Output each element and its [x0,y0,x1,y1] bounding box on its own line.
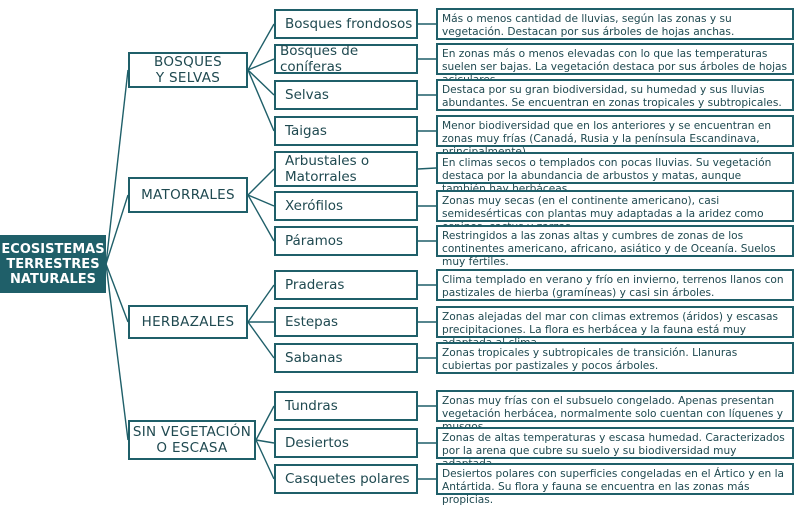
category-bosques-y-selvas: BOSQUES Y SELVAS [128,52,248,88]
category-herbazales: HERBAZALES [128,305,248,339]
node-sabanas: Sabanas [274,343,418,373]
link-sub10-desc [417,167,437,170]
link-cat2-sub0 [247,284,275,323]
node-taigas: Taigas [274,116,418,146]
desc-praderas: Clima templado en verano y frío en invie… [436,269,794,301]
link-root-cat1 [105,194,129,265]
link-cat3-sub0 [255,405,275,441]
desc-paramos: Restringidos a las zonas altas y cumbres… [436,225,794,268]
link-cat2-sub2 [247,321,275,359]
link-root-cat3 [105,263,129,441]
node-selvas: Selvas [274,80,418,110]
desc-sabanas: Zonas tropicales y subtropicales de tran… [436,342,794,374]
desc-xerofilos: Zonas muy secas (en el continente americ… [436,190,794,233]
link-cat1-sub1 [247,194,275,207]
link-cat1-sub2 [247,194,275,242]
desc-arbustales: En climas secos o templados con pocas ll… [436,152,794,195]
desc-tundras: Zonas muy frías con el subsuelo congelad… [436,390,794,433]
node-xerofilos: Xerófilos [274,191,418,221]
desc-bosques-frondosos: Más o menos cantidad de lluvias, según l… [436,8,794,40]
node-bosques-de-coniferas: Bosques de coníferas [274,43,418,75]
link-cat0-sub0 [247,23,275,71]
node-estepas: Estepas [274,307,418,337]
node-bosques-frondosos: Bosques frondosos [274,9,418,39]
node-praderas: Praderas [274,270,418,300]
node-tundras: Tundras [274,391,418,421]
link-root-cat2 [105,263,129,323]
link-cat3-sub1 [255,439,275,444]
category-matorrales: MATORRALES [128,177,248,213]
desc-desiertos: Zonas de altas temperaturas y escasa hum… [436,427,794,470]
link-cat1-sub0 [247,168,275,196]
desc-estepas: Zonas alejadas del mar con climas extrem… [436,306,794,349]
link-cat0-sub3 [247,69,275,132]
link-cat3-sub2 [255,439,275,480]
desc-casquetes-polares: Desiertos polares con superficies congel… [436,463,794,506]
desc-taigas: Menor biodiversidad que en los anteriore… [436,115,794,158]
node-arbustales: Arbustales o Matorrales [274,151,418,187]
link-cat0-sub2 [247,69,275,96]
desc-selvas: Destaca por su gran biodiversidad, su hu… [436,79,794,111]
node-paramos: Páramos [274,226,418,256]
link-root-cat0 [105,69,129,265]
link-cat0-sub1 [247,58,275,71]
node-desiertos: Desiertos [274,428,418,458]
node-casquetes-polares: Casquetes polares [274,464,418,494]
root-node: ECOSISTEMAS TERRESTRES NATURALES [0,235,106,293]
desc-bosques-de-coniferas: En zonas más o menos elevadas con lo que… [436,43,794,86]
category-sin-vegetacion: SIN VEGETACIÓN O ESCASA [128,420,256,460]
